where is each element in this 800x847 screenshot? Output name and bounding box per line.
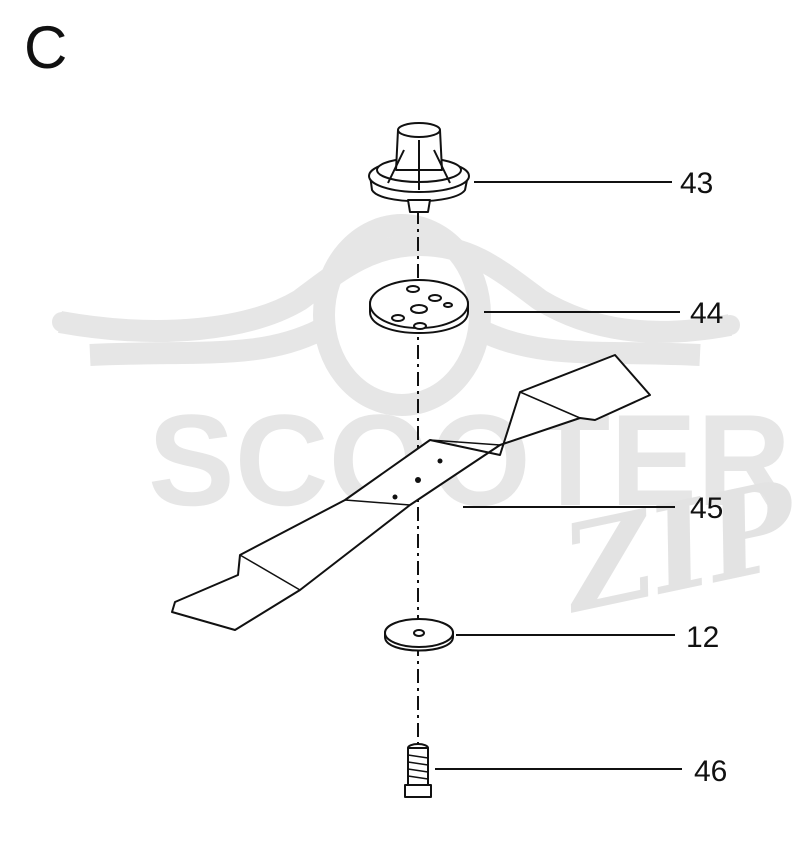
watermark-dot-left-icon — [52, 312, 72, 332]
callout-label: 43 — [680, 167, 713, 200]
drive-hub — [368, 122, 470, 213]
cutting-blade — [171, 354, 651, 631]
callout-label: 44 — [690, 297, 723, 330]
section-label: C — [24, 14, 68, 81]
callout-label: 45 — [690, 492, 723, 525]
blade-adapter-plate — [369, 279, 469, 334]
washer — [384, 618, 454, 652]
callout-label: 12 — [686, 621, 719, 654]
watermark-logo-icon — [58, 214, 733, 416]
watermark-dot-right-icon — [720, 315, 740, 335]
bolt — [404, 743, 432, 798]
callout-label: 46 — [694, 755, 727, 788]
